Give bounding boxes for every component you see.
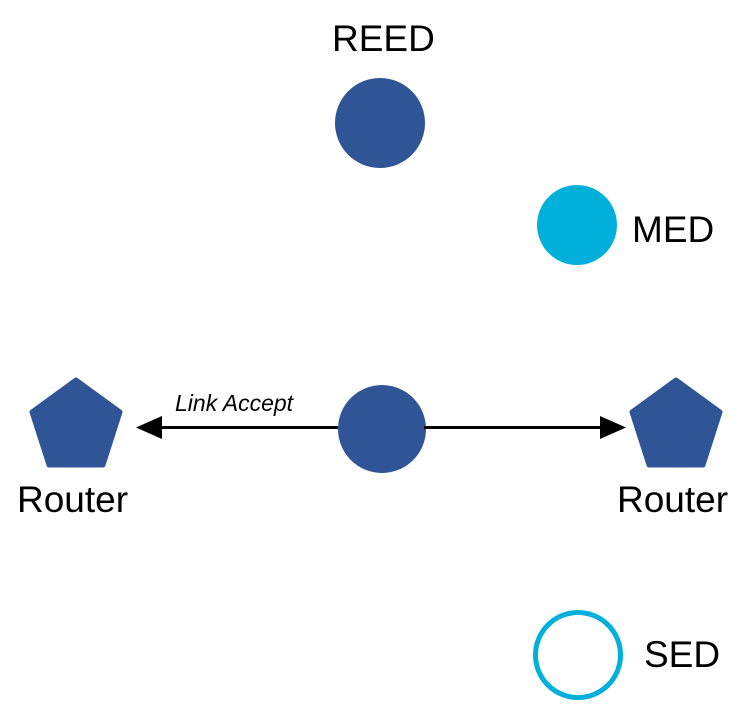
router-left-label: Router — [17, 479, 129, 520]
router-right-pentagon-icon[interactable] — [629, 377, 723, 470]
link-accept-arrow-left-icon — [136, 416, 338, 439]
router-right-label: Router — [617, 479, 729, 520]
router-left-pentagon-icon[interactable] — [29, 377, 123, 470]
med-node-label: MED — [632, 209, 715, 250]
sed-node-circle-outline-icon[interactable] — [533, 610, 623, 700]
link-arrow-right-icon — [424, 416, 626, 439]
link-accept-edge-label: Link Accept — [175, 390, 294, 416]
leader-node-circle-icon[interactable] — [338, 385, 426, 473]
reed-node-circle-icon[interactable] — [335, 78, 425, 168]
med-node-circle-icon[interactable] — [537, 185, 617, 265]
reed-node-label: REED — [332, 18, 435, 59]
sed-node-label: SED — [644, 634, 721, 675]
